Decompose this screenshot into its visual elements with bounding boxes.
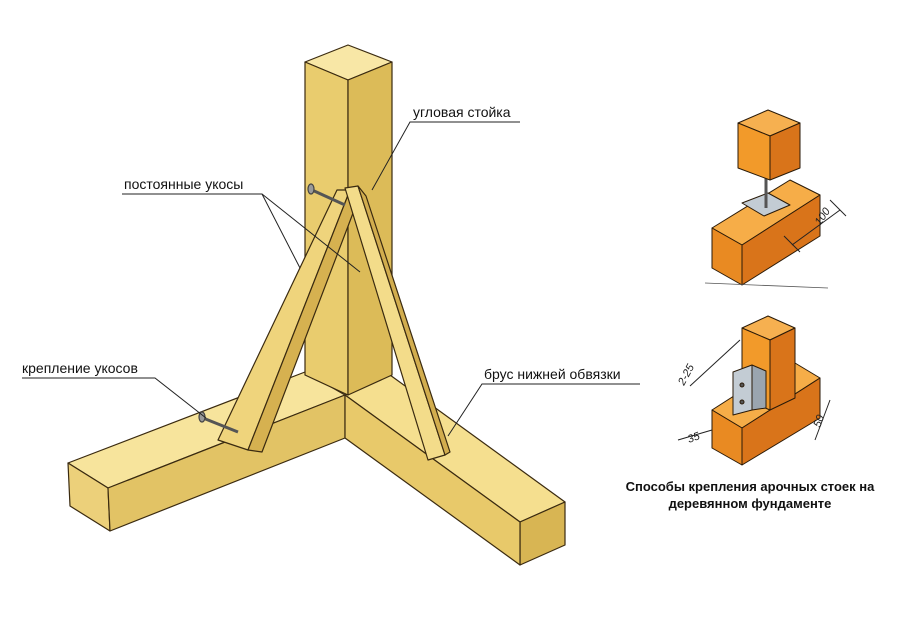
detail-caption: Способы крепления арочных стоек на дерев… [600,478,900,512]
leader-brace-fastening [22,377,207,419]
brace-nail-bottom [198,411,239,434]
dimension-bottom-right: 50 [812,413,828,429]
label-bottom-beam: брус нижней обвязки [484,366,621,382]
label-corner-post: угловая стойка [413,104,511,120]
permanent-brace-right [344,185,451,461]
label-brace-fastening: крепление укосов [22,360,138,376]
caption-line-1: Способы крепления арочных стоек на [625,479,875,494]
detail-sketch-top [704,109,847,289]
dimension-bracket: 2-25 [676,362,698,389]
dimension-bottom-left: 35 [686,430,702,446]
leader-bottom-beam [447,383,640,437]
leader-braces-2 [261,193,361,273]
brace-nail-top [307,183,346,207]
bottom-beam-right [344,374,566,566]
label-permanent-braces: постоянные укосы [124,176,243,192]
leader-braces [122,193,301,269]
leader-corner-post [371,121,520,191]
main-assembly [67,44,566,566]
bottom-beam-left [67,371,346,532]
leader-lines [22,121,640,437]
caption-line-2: деревянном фундаменте [668,496,832,511]
detail-sketch-bottom [677,315,831,466]
